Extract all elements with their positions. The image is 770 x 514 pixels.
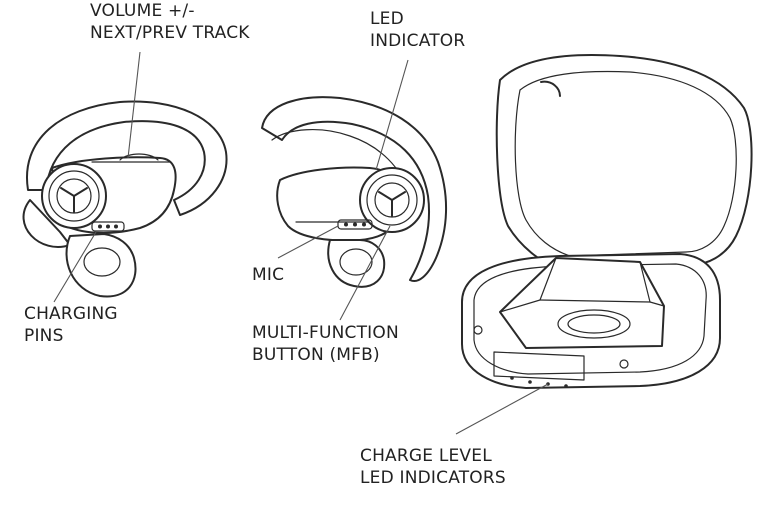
label-volume: VOLUME +/- NEXT/PREV TRACK [90,0,250,44]
label-charge-level: CHARGE LEVEL LED INDICATORS [360,445,506,489]
label-charge-line2: LED INDICATORS [360,468,506,488]
label-charge-line1: CHARGE LEVEL [360,446,492,466]
leader-line-mfb [339,225,391,321]
earbud-left-illustration [22,100,228,298]
label-volume-line2: NEXT/PREV TRACK [90,23,250,43]
label-mfb: MULTI-FUNCTION BUTTON (MFB) [252,322,399,366]
label-led-indicator: LED INDICATOR [370,8,465,52]
label-charging-line2: PINS [24,326,64,346]
label-mic-text: MIC [252,265,285,285]
leader-line-volume [127,51,141,159]
label-mfb-line2: BUTTON (MFB) [252,345,380,365]
label-mfb-line1: MULTI-FUNCTION [252,323,399,343]
leader-line-charging-pins [53,231,97,303]
label-charging-pins: CHARGING PINS [24,303,118,347]
label-led-line1: LED [370,9,404,29]
leader-line-mic [277,225,339,259]
label-charging-line1: CHARGING [24,304,118,324]
label-mic: MIC [252,264,284,286]
leader-line-led [375,59,409,171]
earbud-right-illustration [261,96,448,288]
leader-line-charge-level [455,383,549,435]
label-led-line2: INDICATOR [370,31,466,51]
charging-case-illustration [461,54,753,389]
label-volume-line1: VOLUME +/- [90,1,195,21]
